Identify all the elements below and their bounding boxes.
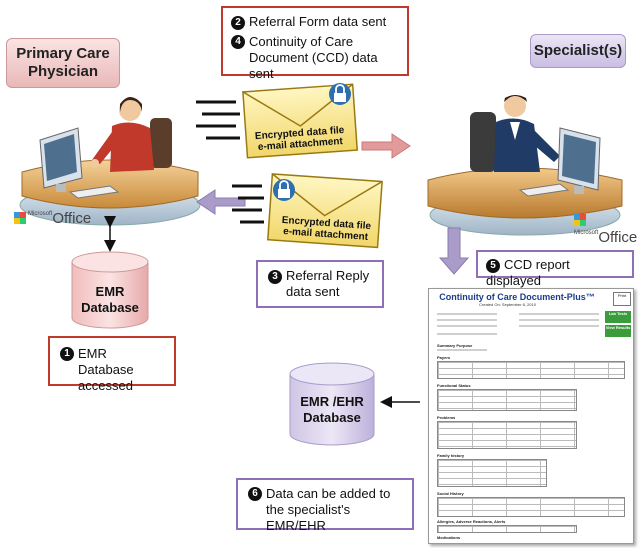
ccd-section-1: Payers [437, 355, 451, 360]
ccd-section-7: Medications [437, 535, 461, 540]
ccd-lab-tests-button[interactable]: Lab Tests [605, 311, 631, 323]
emr-database-label: EMR Database [81, 284, 139, 315]
step-3-callout: 3 Referral Reply data sent [256, 260, 384, 308]
step-5-number: 5 [486, 259, 500, 273]
step-6-text: Data can be added to the specialist's EM… [266, 486, 391, 533]
specialist-workstation [427, 95, 623, 236]
office-word: Office [52, 210, 92, 227]
step-6-number: 6 [248, 487, 262, 501]
step-3-text-line2: data sent [286, 284, 340, 299]
ccd-title: Continuity of Care Document-Plus™ [439, 292, 595, 302]
step-4-text: Continuity of Care Document (CCD) data s… [249, 34, 378, 81]
office-logo-icon [14, 212, 26, 224]
step-2-number: 2 [231, 16, 245, 30]
step-1-text: EMR Database accessed [78, 346, 134, 393]
physician-workstation [19, 97, 201, 226]
ccd-section-3: Problems [437, 415, 456, 420]
office-logo-icon [574, 214, 586, 226]
emr-ehr-database-cylinder [289, 362, 375, 446]
step-4-number: 4 [231, 35, 245, 49]
office-logo-specialist: MicrosoftOffice [574, 212, 640, 246]
specialist-label: Specialist(s) [530, 34, 626, 68]
ccd-section-4: Family history [437, 453, 465, 458]
emr-database-cylinder [71, 251, 149, 329]
ccd-section-6: Allergies, Adverse Reactions, Alerts [437, 519, 506, 524]
primary-care-physician-label: Primary Care Physician [6, 38, 120, 88]
step-1-callout: 1 EMR Database accessed [48, 336, 176, 393]
step-6-callout: 6 Data can be added to the specialist's E… [236, 478, 414, 533]
ccd-section-5: Social History [437, 491, 464, 496]
arrow-to-physician [196, 189, 246, 215]
office-logo-physician: MicrosoftOffice [14, 210, 91, 227]
arrow-to-specialist [361, 133, 411, 159]
arrow-down-to-report [438, 227, 470, 275]
envelope-bottom-icon [232, 173, 383, 249]
step-1-number: 1 [60, 347, 74, 361]
ccd-section-2: Functional Status [437, 383, 471, 388]
step-5-text: CCD report displayed [486, 257, 570, 288]
step-2-text: Referral Form data sent [249, 14, 387, 29]
step-3-text-line1: Referral Reply [286, 268, 370, 283]
office-brand: Microsoft [28, 211, 53, 217]
step-3-number: 3 [268, 270, 282, 284]
office-word: Office [598, 229, 638, 246]
envelope-top-icon [196, 83, 359, 159]
ccd-report-document: Continuity of Care Document-Plus™ Create… [428, 288, 634, 544]
ccd-view-results-button[interactable]: View Results [605, 325, 631, 337]
step-2-4-callout: 2 Referral Form data sent 4 Continuity of … [221, 6, 409, 81]
ccd-print-button[interactable]: Print [613, 292, 631, 306]
ccd-subtitle: Created On: September 8, 2010 [479, 302, 536, 307]
ccd-section-0: Summary Purpose [437, 343, 473, 348]
emr-ehr-database-label: EMR /EHR Database [300, 394, 364, 425]
office-brand: Microsoft [574, 230, 599, 236]
